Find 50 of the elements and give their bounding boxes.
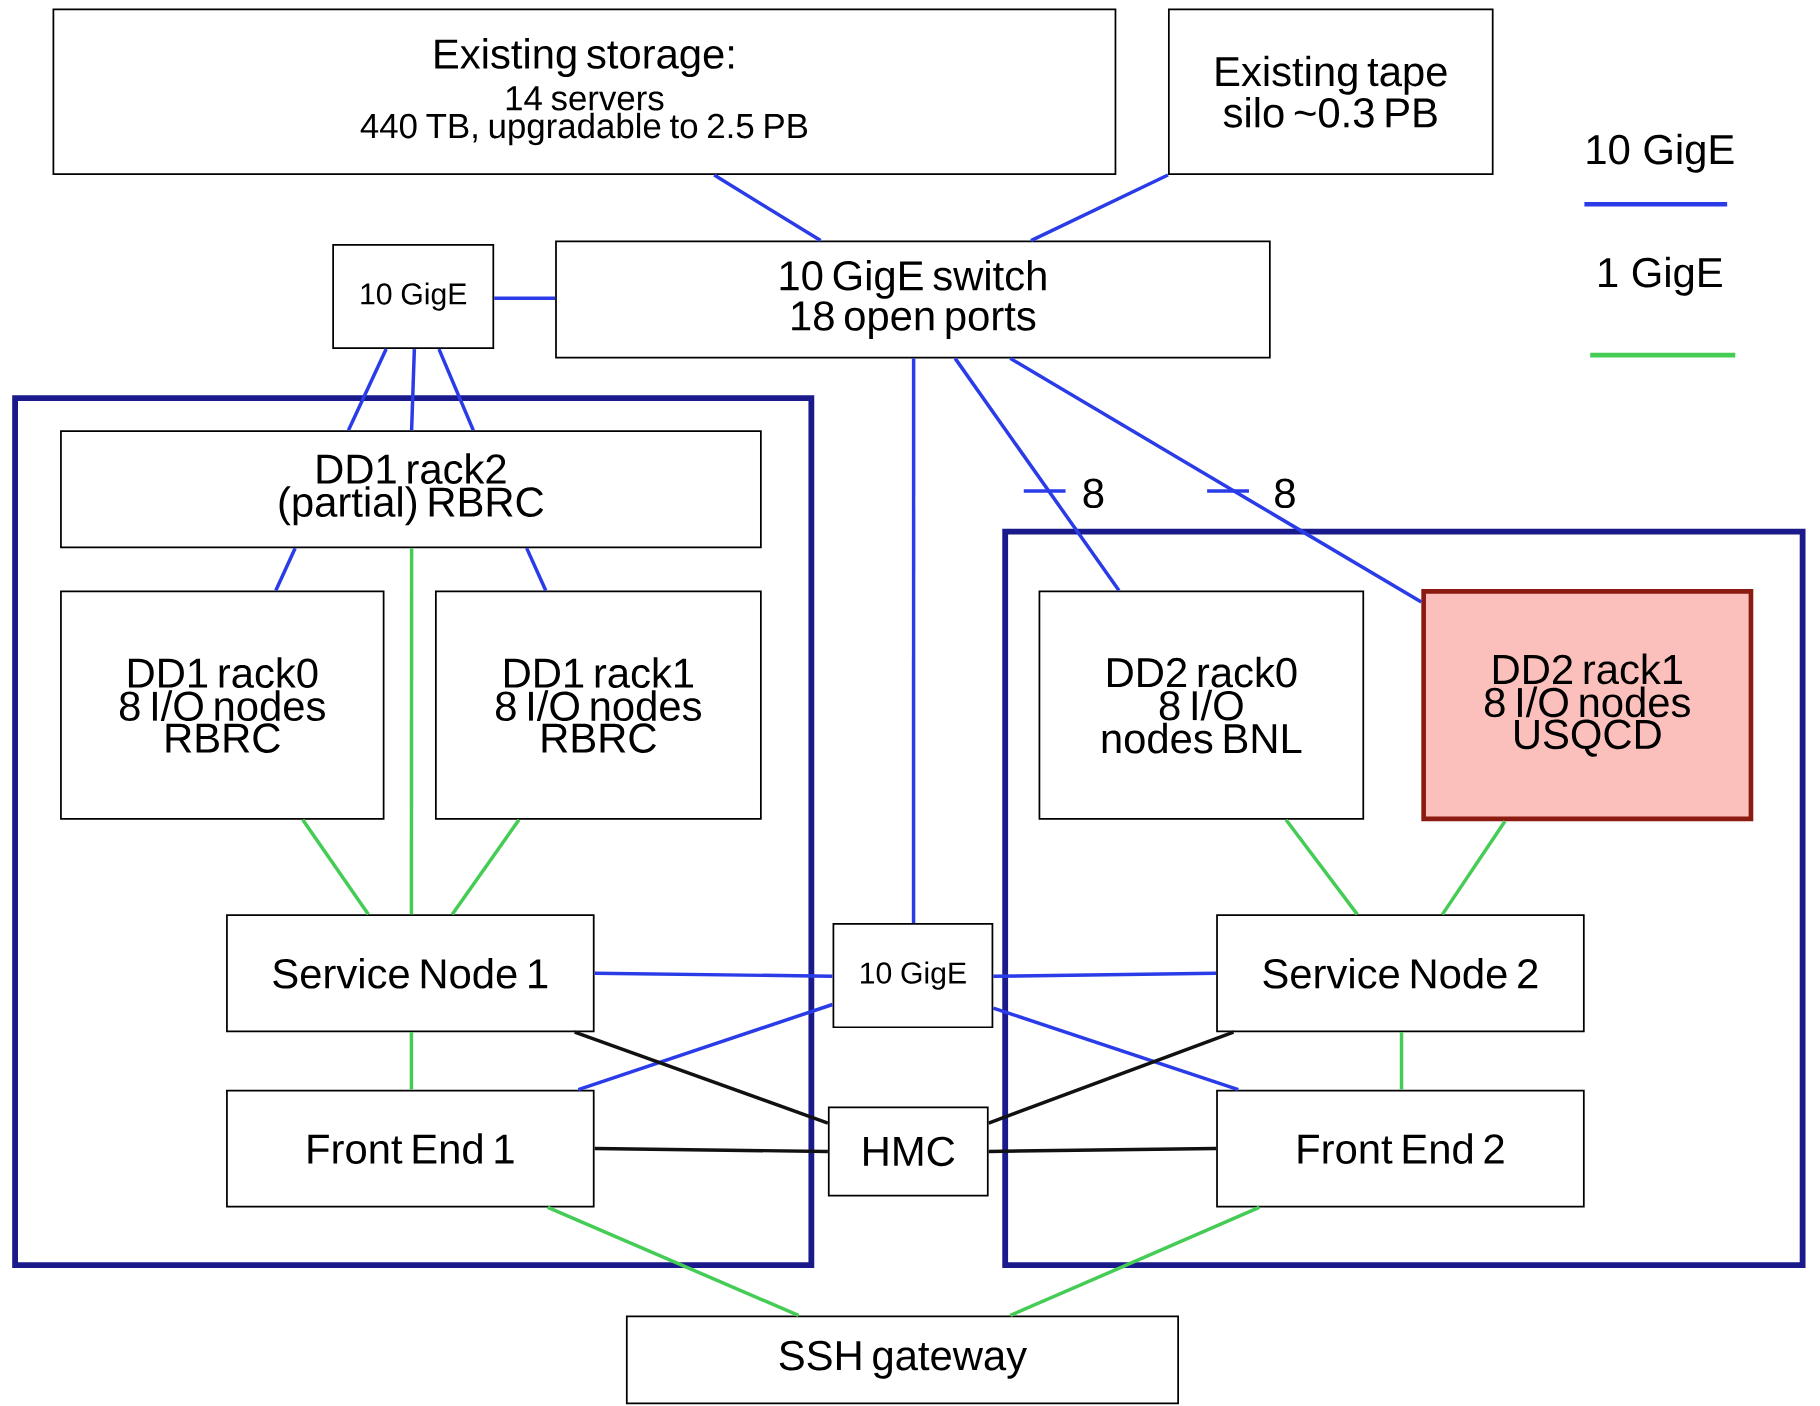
- switch-box: 10 GigE switch 18 open ports: [555, 240, 1271, 359]
- legend-label: 1 GigE: [1599, 256, 1722, 296]
- connector-line: [547, 1206, 800, 1318]
- connector-line: [988, 1030, 1235, 1125]
- connector-line: [409, 548, 414, 915]
- connector-line: [577, 1003, 834, 1092]
- connector-line: [1009, 1206, 1260, 1318]
- connector-line: [525, 547, 548, 592]
- rack-box: DD1 rack0 8 I/O nodes RBRC: [60, 590, 385, 820]
- server-box: Front End 1: [226, 1089, 595, 1208]
- switch-box: 10 GigE: [332, 244, 495, 350]
- connector-line: [1399, 1032, 1404, 1090]
- server-box: Service Node 1: [226, 914, 595, 1033]
- server-box: Service Node 2: [1216, 914, 1585, 1033]
- connector-line: [988, 1147, 1217, 1154]
- connector-line: [1030, 173, 1169, 243]
- connector-line: [1284, 818, 1359, 916]
- connector-line: [1009, 357, 1423, 604]
- connector-line: [346, 348, 388, 432]
- connector-line: [953, 357, 1121, 592]
- connector-line: [274, 547, 297, 592]
- rack-box: DD1 rack2 (partial) RBRC: [60, 430, 762, 549]
- connector-line: [594, 1147, 828, 1154]
- edge-label: 8: [1275, 478, 1295, 509]
- group-frame: [12, 395, 815, 1269]
- connector-line: [437, 348, 475, 432]
- legend-label: 10 GigE: [1587, 133, 1734, 173]
- connector-line: [301, 818, 370, 916]
- connector-line: [594, 971, 833, 979]
- connector-line: [713, 173, 822, 243]
- connector-line: [574, 1030, 829, 1125]
- rack-box: DD2 rack1 8 I/O nodes USQCD: [1421, 589, 1754, 822]
- gateway-box: SSH gateway: [625, 1315, 1179, 1405]
- connector-line: [1441, 820, 1507, 916]
- switch-box: 10 GigE: [832, 923, 994, 1029]
- connector-line: [494, 296, 556, 301]
- connector-line: [409, 1032, 414, 1090]
- server-box: Front End 2: [1216, 1089, 1585, 1208]
- rack-box: DD1 rack1 8 I/O nodes RBRC: [435, 590, 762, 820]
- connector-line: [911, 358, 916, 924]
- tape-box: Existing tape silo ~0.3 PB: [1168, 8, 1494, 176]
- storage-box: Existing storage: 14 servers 440 TB, upgradable to 2.5 PB: [52, 8, 1117, 176]
- rack-box: DD2 rack0 8 I/O nodes BNL: [1038, 590, 1365, 820]
- edge-label: 8: [1083, 478, 1104, 509]
- connector-line: [993, 971, 1217, 979]
- connector-line: [992, 1006, 1239, 1092]
- connector-line: [409, 349, 417, 431]
- connector-line: [450, 818, 521, 916]
- group-frame: [1002, 528, 1806, 1269]
- console-box: HMC: [827, 1106, 989, 1197]
